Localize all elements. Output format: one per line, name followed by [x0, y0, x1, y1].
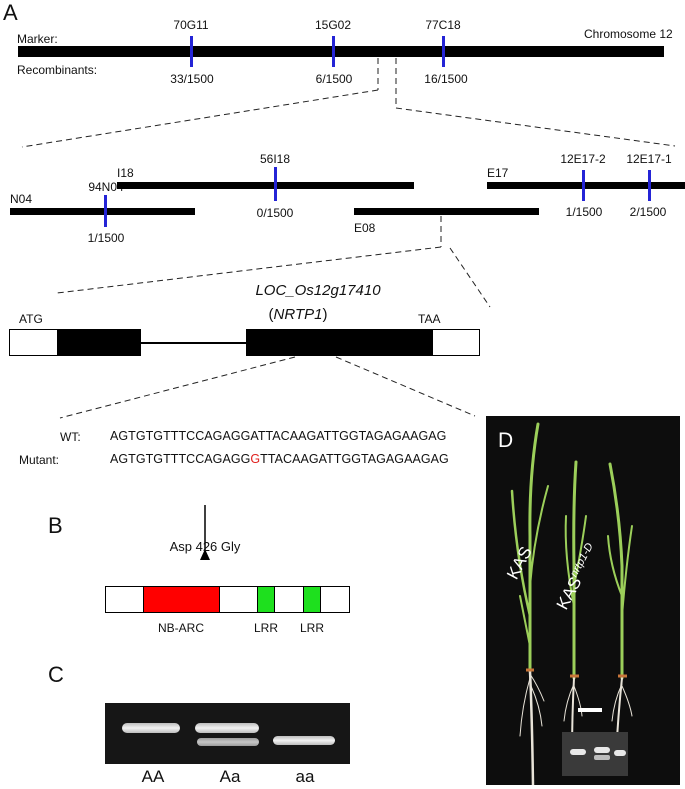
start-codon-label: ATG — [19, 312, 43, 326]
genotype-label-heterozygous: Aa — [219, 767, 241, 786]
wt-label: WT: — [60, 430, 81, 444]
bac-name-e17: E17 — [487, 166, 509, 180]
recombinant-count-94n04: 1/1500 — [87, 231, 125, 245]
bac-bar-n04 — [10, 208, 195, 215]
gel-band-mut-lower — [273, 736, 335, 745]
marker-tick-94n04 — [104, 195, 107, 227]
recombinant-count-12e17-1: 2/1500 — [629, 205, 667, 219]
recombinants-label: Recombinants: — [17, 63, 98, 77]
gel-band-het-upper — [195, 723, 259, 733]
domain-label-lrr-2: LRR — [299, 621, 325, 635]
recombinant-count-56i18: 0/1500 — [256, 206, 294, 220]
marker-tick-12e17-1 — [648, 170, 651, 201]
marker-name-70g11: 70G11 — [173, 18, 209, 32]
exon-1 — [57, 329, 141, 356]
gene-locus-title: LOC_Os12g17410 — [255, 282, 381, 299]
marker-name-12e17-1: 12E17-1 — [626, 152, 672, 166]
recombinant-count-77c18: 16/1500 — [424, 72, 468, 86]
recombinant-count-15g02: 6/1500 — [315, 72, 353, 86]
gel-band-het-lower — [197, 738, 259, 746]
marker-name-94n04: 94N04 — [88, 180, 124, 194]
domain-nb-arc — [143, 586, 220, 613]
marker-tick-56i18 — [274, 167, 277, 201]
panel-label-d: D — [498, 429, 514, 452]
chromosome-bar — [18, 46, 664, 57]
marker-label: Marker: — [17, 32, 58, 46]
marker-name-77c18: 77C18 — [425, 18, 461, 32]
bac-name-i18: I18 — [117, 166, 134, 180]
domain-lrr-1 — [257, 586, 275, 613]
marker-name-12e17-2: 12E17-2 — [560, 152, 606, 166]
domain-label-lrr-1: LRR — [253, 621, 279, 635]
bac-bar-e17 — [487, 182, 685, 189]
panel-label-c: C — [48, 662, 64, 687]
genotype-label-homozygous-wt: AA — [141, 767, 165, 786]
recombinant-count-70g11: 33/1500 — [170, 72, 214, 86]
bac-bar-i18 — [117, 182, 414, 189]
bac-name-n04: N04 — [10, 192, 33, 206]
domain-label-nb-arc: NB-ARC — [157, 621, 205, 635]
panel-label-b: B — [48, 513, 63, 538]
stop-codon-label: TAA — [418, 312, 441, 326]
gel-band-aa-upper — [122, 723, 180, 733]
bac-bar-e08 — [354, 208, 539, 215]
mutant-sequence: AGTGTGTTTCCAGAGGGTTACAAGATTGGTAGAGAAGAG — [110, 452, 449, 466]
recombinant-count-12e17-2: 1/1500 — [565, 205, 603, 219]
marker-tick-12e17-2 — [582, 170, 585, 201]
utr-5prime — [9, 329, 57, 356]
marker-tick-15g02 — [332, 36, 335, 67]
chromosome-name: Chromosome 12 — [584, 27, 673, 41]
mutant-label: Mutant: — [19, 453, 60, 467]
domain-lrr-2 — [303, 586, 321, 613]
bac-name-e08: E08 — [354, 221, 376, 235]
wt-sequence: AGTGTGTTTCCAGAGGATTACAAGATTGGTAGAGAAGAG — [110, 429, 447, 443]
marker-tick-77c18 — [442, 36, 445, 67]
marker-name-15g02: 15G02 — [314, 18, 352, 32]
utr-3prime — [433, 329, 480, 356]
panel-label-a: A — [3, 0, 18, 25]
seedlings-illustration — [510, 422, 633, 785]
marker-name-56i18: 56I18 — [259, 152, 291, 166]
plant-photo: D KAS KASnrtp1-D — [486, 416, 680, 785]
marker-tick-70g11 — [190, 36, 193, 67]
gel-image — [105, 703, 350, 764]
gene-name-title: (NRTP1) — [268, 306, 328, 323]
mutated-base: G — [250, 452, 261, 466]
exon-2 — [246, 329, 433, 356]
genotype-label-homozygous-mutant: aa — [295, 767, 315, 786]
mutation-label: Asp 426 Gly — [169, 539, 241, 554]
